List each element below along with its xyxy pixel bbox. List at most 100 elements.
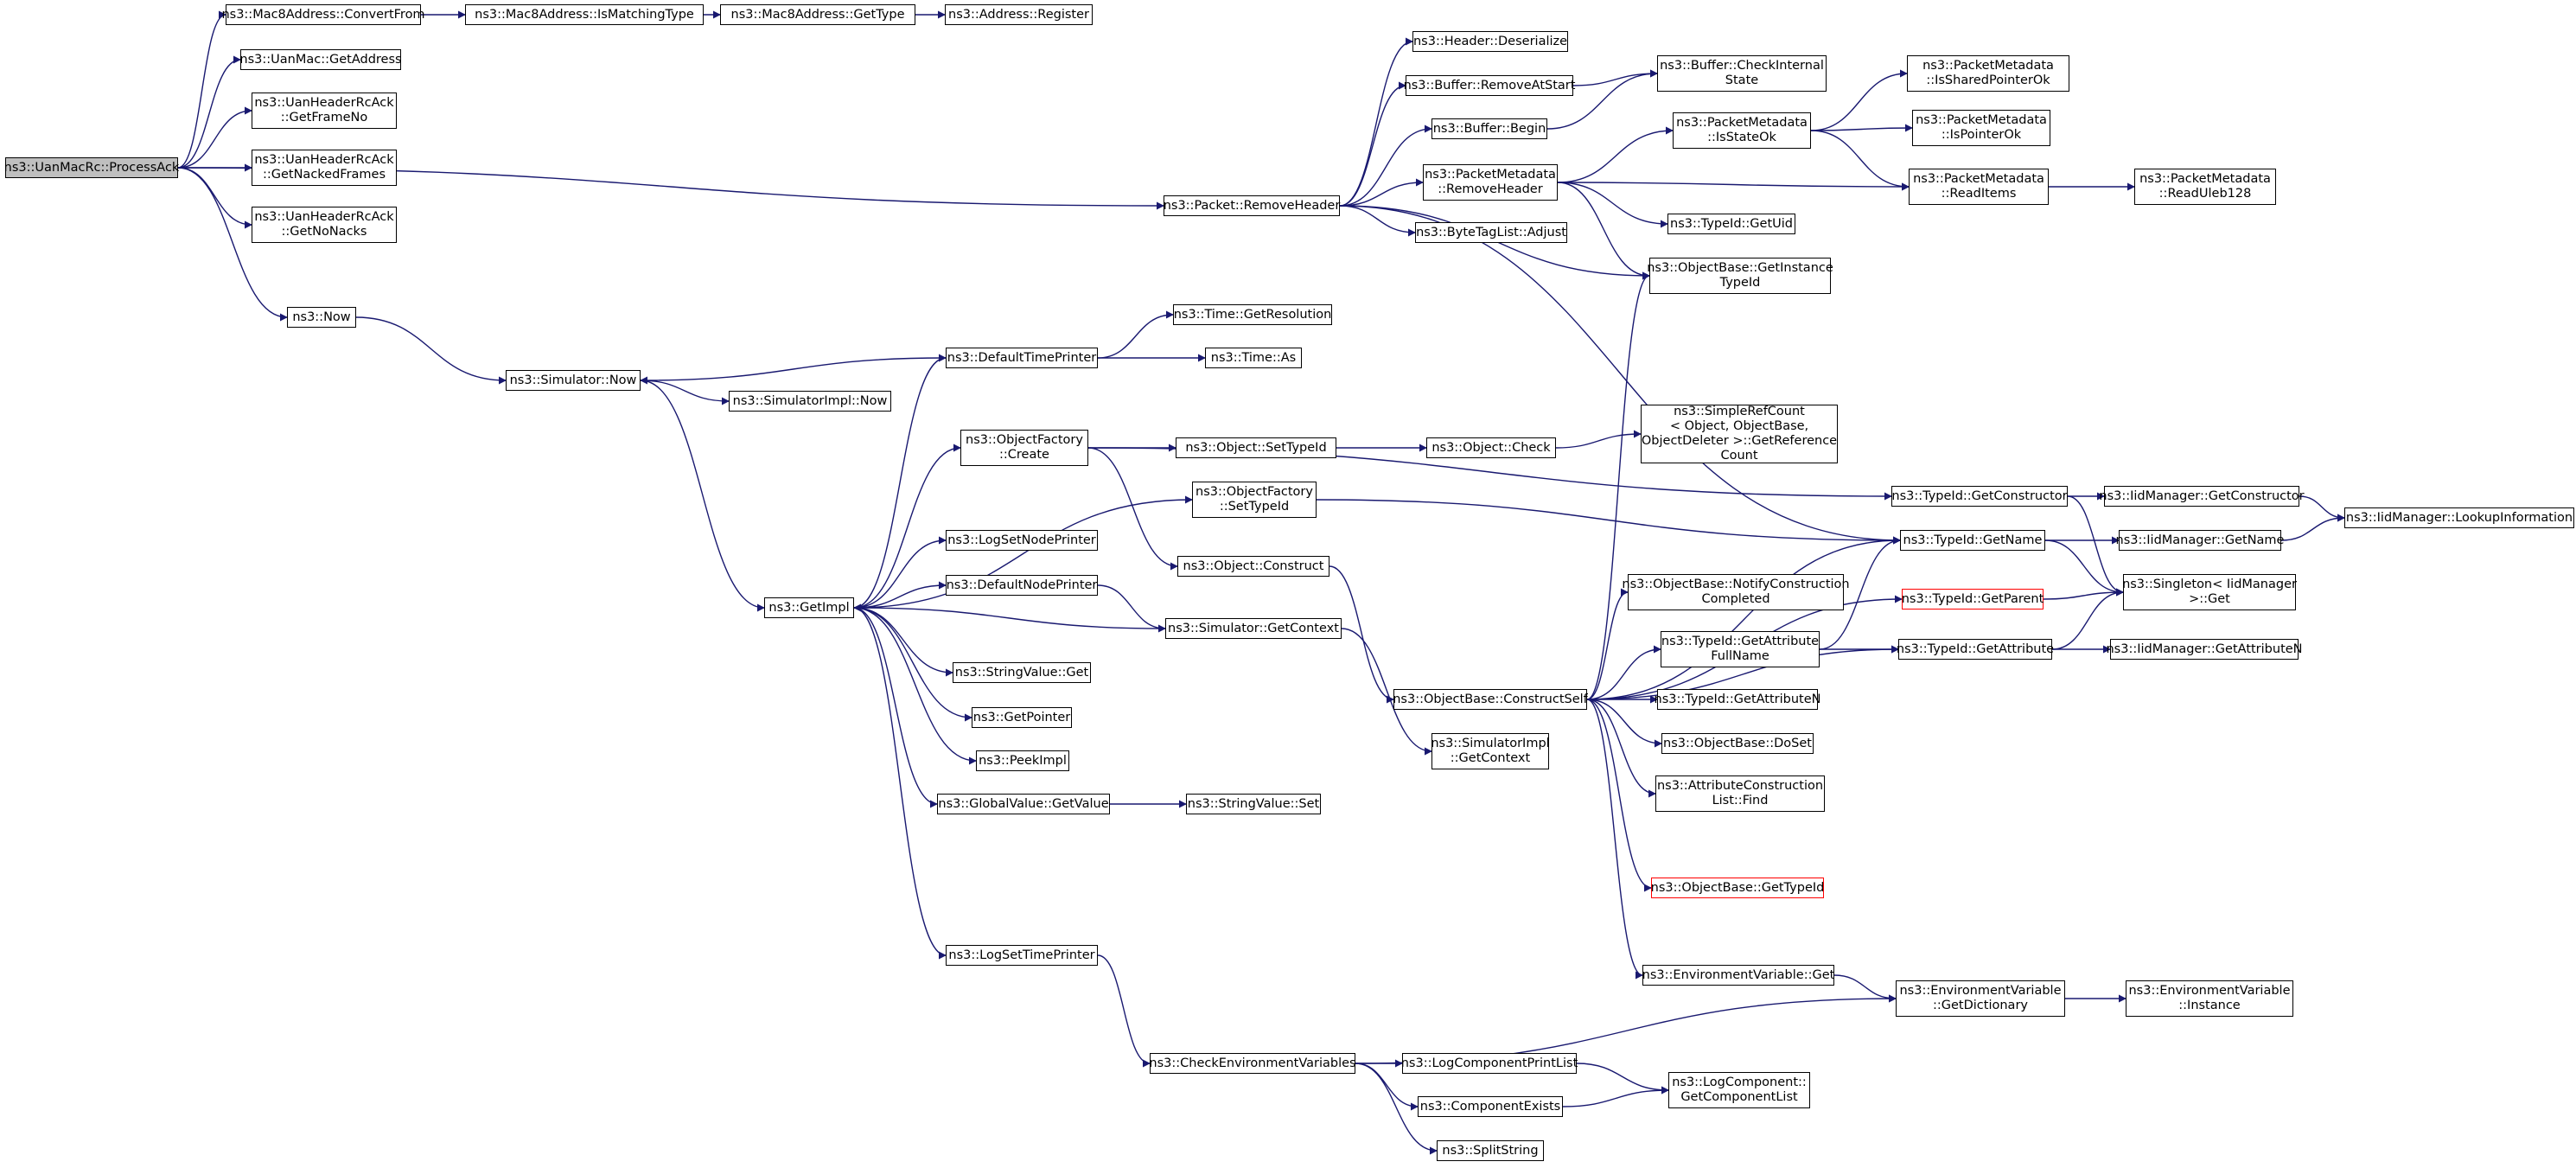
node-label: ns3::GlobalValue::GetValue bbox=[938, 796, 1109, 811]
node-peekimpl[interactable]: ns3::PeekImpl bbox=[976, 750, 1069, 771]
node-pmisptrok[interactable]: ns3::PacketMetadata::IsPointerOk bbox=[1912, 110, 2050, 146]
node-objsettypeid[interactable]: ns3::Object::SetTypeId bbox=[1176, 437, 1336, 458]
node-iidgetctor[interactable]: ns3::IidManager::GetConstructor bbox=[2099, 486, 2305, 507]
node-uanmacgetaddr[interactable]: ns3::UanMac::GetAddress bbox=[239, 49, 402, 70]
node-label: ns3::Buffer::RemoveAtStart bbox=[1403, 78, 1576, 93]
node-mac8convert[interactable]: ns3::Mac8Address::ConvertFrom bbox=[221, 4, 425, 25]
node-simgetcontext[interactable]: ns3::Simulator::GetContext bbox=[1165, 618, 1342, 639]
node-constructself[interactable]: ns3::ObjectBase::ConstructSelf bbox=[1393, 689, 1588, 710]
node-defaultnodeprinter[interactable]: ns3::DefaultNodePrinter bbox=[946, 575, 1098, 596]
edge-processack-to-mac8convert bbox=[177, 10, 226, 169]
node-label: ns3::Now bbox=[292, 310, 351, 324]
node-label: ns3::Mac8Address::IsMatchingType bbox=[475, 7, 694, 22]
edge-pmremoveheader-to-pmreaditems bbox=[1557, 182, 1910, 191]
node-getimpl[interactable]: ns3::GetImpl bbox=[764, 597, 854, 618]
node-compexists[interactable]: ns3::ComponentExists bbox=[1418, 1096, 1563, 1117]
node-mac8gettype[interactable]: ns3::Mac8Address::GetType bbox=[720, 4, 915, 25]
node-typeidgetparent[interactable]: ns3::TypeId::GetParent bbox=[1902, 589, 2044, 610]
node-mac8match[interactable]: ns3::Mac8Address::IsMatchingType bbox=[465, 4, 704, 25]
node-label: ::GetContext bbox=[1450, 751, 1531, 765]
node-singletonget[interactable]: ns3::Singleton< IidManager>::Get bbox=[2122, 574, 2297, 610]
node-simimplnow[interactable]: ns3::SimulatorImpl::Now bbox=[729, 391, 891, 412]
node-hdrdeserialize[interactable]: ns3::Header::Deserialize bbox=[1412, 31, 1568, 52]
node-label: ns3::ObjectBase::GetTypeId bbox=[1650, 880, 1825, 895]
node-addrregister[interactable]: ns3::Address::Register bbox=[945, 4, 1093, 25]
edge-pmisstateok-to-pmissharedptr bbox=[1810, 69, 1908, 131]
node-checkenv[interactable]: ns3::CheckEnvironmentVariables bbox=[1149, 1053, 1356, 1074]
node-objcheck[interactable]: ns3::Object::Check bbox=[1426, 437, 1556, 458]
node-typeidgetattr[interactable]: ns3::TypeId::GetAttribute bbox=[1897, 639, 2054, 660]
node-envget[interactable]: ns3::EnvironmentVariable::Get bbox=[1642, 965, 1834, 986]
edge-simnow-to-getimpl bbox=[640, 380, 765, 612]
node-objfactorysettypeid[interactable]: ns3::ObjectFactory::SetTypeId bbox=[1192, 482, 1317, 518]
node-label: ::GetFrameNo bbox=[280, 111, 368, 124]
node-label: Completed bbox=[1701, 592, 1770, 606]
node-typeidgetname[interactable]: ns3::TypeId::GetName bbox=[1900, 530, 2045, 551]
node-pmreaduleb[interactable]: ns3::PacketMetadata::ReadUleb128 bbox=[2134, 169, 2276, 205]
node-objbasedoset[interactable]: ns3::ObjectBase::DoSet bbox=[1661, 733, 1814, 754]
node-now[interactable]: ns3::Now bbox=[287, 307, 356, 328]
node-bufremoveatstart[interactable]: ns3::Buffer::RemoveAtStart bbox=[1403, 75, 1576, 96]
node-timeas[interactable]: ns3::Time::As bbox=[1205, 348, 1302, 368]
node-iidgetattrn[interactable]: ns3::IidManager::GetAttributeN bbox=[2106, 639, 2303, 660]
node-label: ::RemoveHeader bbox=[1438, 182, 1543, 196]
node-stringvalueset[interactable]: ns3::StringValue::Set bbox=[1186, 794, 1321, 814]
node-timegetres[interactable]: ns3::Time::GetResolution bbox=[1173, 304, 1332, 325]
node-iidlookup[interactable]: ns3::IidManager::LookupInformation bbox=[2344, 507, 2574, 528]
node-objfactorycreate[interactable]: ns3::ObjectFactory::Create bbox=[960, 430, 1088, 466]
node-logcompgetlist[interactable]: ns3::LogComponent::GetComponentList bbox=[1668, 1072, 1810, 1108]
edge-pmisstateok-to-pmisptrok bbox=[1810, 124, 1913, 132]
node-logsetnodeprinter[interactable]: ns3::LogSetNodePrinter bbox=[946, 530, 1098, 551]
node-label: ns3::ObjectBase::ConstructSelf bbox=[1393, 692, 1588, 706]
node-label: ns3::IidManager::GetAttributeN bbox=[2106, 641, 2303, 656]
node-logcompprintlist[interactable]: ns3::LogComponentPrintList bbox=[1401, 1053, 1578, 1074]
node-bytetagadjust[interactable]: ns3::ByteTagList::Adjust bbox=[1415, 222, 1567, 243]
node-typeidgetctor[interactable]: ns3::TypeId::GetConstructor bbox=[1891, 486, 2068, 507]
node-iidgetname[interactable]: ns3::IidManager::GetName bbox=[2116, 530, 2284, 551]
node-pmisstateok[interactable]: ns3::PacketMetadata::IsStateOk bbox=[1673, 112, 1811, 149]
node-simimplgetctx[interactable]: ns3::SimulatorImpl::GetContext bbox=[1431, 733, 1550, 769]
edge-pmisstateok-to-pmreaditems bbox=[1810, 130, 1910, 191]
node-pmreaditems[interactable]: ns3::PacketMetadata::ReadItems bbox=[1909, 169, 2049, 205]
node-defaulttimeprinter[interactable]: ns3::DefaultTimePrinter bbox=[946, 348, 1098, 368]
node-bufbegin[interactable]: ns3::Buffer::Begin bbox=[1431, 118, 1547, 139]
node-objconstruct[interactable]: ns3::Object::Construct bbox=[1177, 556, 1329, 577]
node-getnonacks[interactable]: ns3::UanHeaderRcAck::GetNoNacks bbox=[252, 207, 397, 243]
node-label: ns3::ObjectFactory bbox=[1196, 485, 1313, 499]
edge-objconstruct-to-constructself bbox=[1329, 565, 1394, 704]
node-pmissharedptr[interactable]: ns3::PacketMetadata::IsSharedPointerOk bbox=[1907, 55, 2069, 92]
node-splitstring[interactable]: ns3::SplitString bbox=[1437, 1140, 1544, 1161]
node-globalvalueget[interactable]: ns3::GlobalValue::GetValue bbox=[937, 794, 1110, 814]
node-getpointer[interactable]: ns3::GetPointer bbox=[972, 707, 1072, 728]
node-getnackedframes[interactable]: ns3::UanHeaderRcAck::GetNackedFrames bbox=[252, 150, 397, 186]
edge-pktremoveheader-to-pmremoveheader bbox=[1339, 178, 1424, 207]
edge-iidgetname-to-iidlookup bbox=[2280, 514, 2345, 541]
node-label: ::IsStateOk bbox=[1707, 131, 1776, 144]
node-label: ns3::GetImpl bbox=[768, 600, 850, 615]
node-pktremoveheader[interactable]: ns3::Packet::RemoveHeader bbox=[1164, 195, 1340, 216]
node-label: ns3::Object::Check bbox=[1431, 440, 1551, 455]
edge-simgetcontext-to-simimplgetctx bbox=[1341, 628, 1432, 756]
edge-now-to-simnow bbox=[355, 316, 507, 385]
node-stringvalueget[interactable]: ns3::StringValue::Get bbox=[953, 662, 1091, 683]
node-pmremoveheader[interactable]: ns3::PacketMetadata::RemoveHeader bbox=[1423, 164, 1558, 201]
node-label: ns3::UanMacRc::ProcessAck bbox=[3, 160, 180, 175]
node-simnow[interactable]: ns3::Simulator::Now bbox=[506, 370, 641, 391]
node-label: ns3::EnvironmentVariable bbox=[1899, 984, 2062, 998]
node-logsettimeprinter[interactable]: ns3::LogSetTimePrinter bbox=[946, 945, 1098, 966]
node-typeidgetuid[interactable]: ns3::TypeId::GetUid bbox=[1667, 214, 1795, 234]
node-typeidgetattrn[interactable]: ns3::TypeId::GetAttributeN bbox=[1655, 689, 1821, 710]
node-getframeno[interactable]: ns3::UanHeaderRcAck::GetFrameNo bbox=[252, 93, 397, 129]
node-objbasegettypeid[interactable]: ns3::ObjectBase::GetTypeId bbox=[1651, 878, 1824, 898]
node-simplerefcount[interactable]: ns3::SimpleRefCount< Object, ObjectBase,… bbox=[1641, 405, 1838, 463]
node-envinstance[interactable]: ns3::EnvironmentVariable::Instance bbox=[2126, 980, 2293, 1017]
node-label: GetComponentList bbox=[1680, 1090, 1798, 1104]
node-envgetdict[interactable]: ns3::EnvironmentVariable::GetDictionary bbox=[1896, 980, 2065, 1017]
edge-typeidgetattrfull-to-typeidgetname bbox=[1819, 536, 1901, 650]
